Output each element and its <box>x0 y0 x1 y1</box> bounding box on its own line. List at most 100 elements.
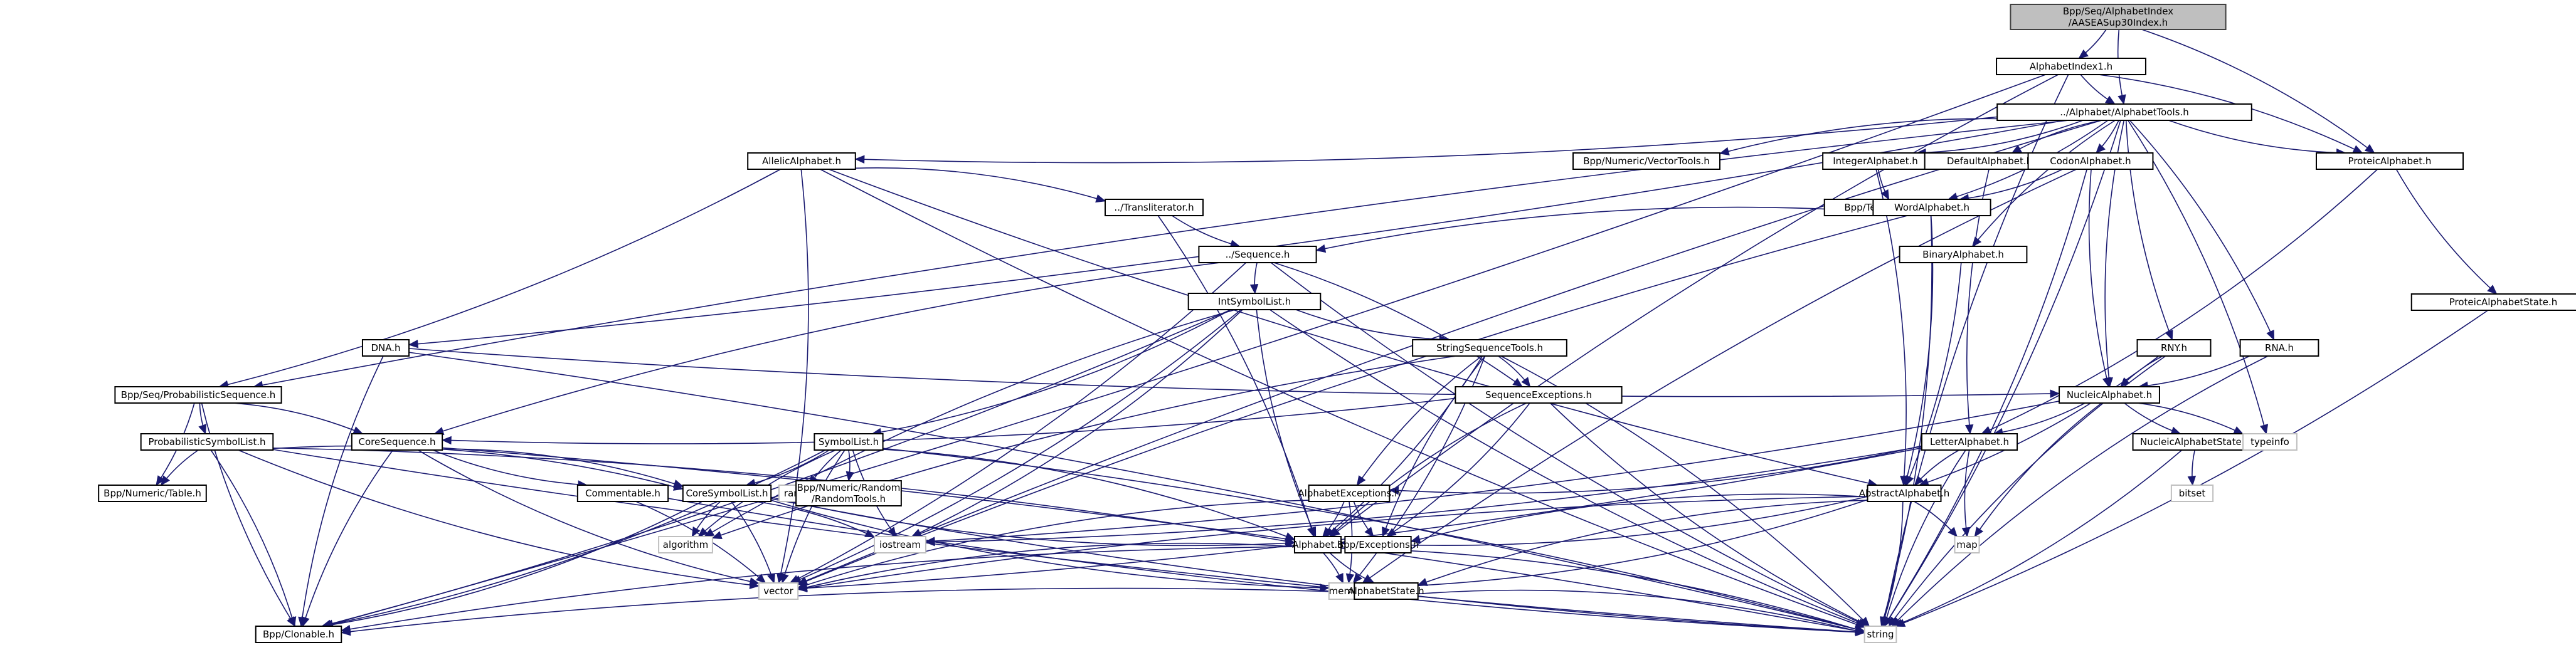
node-box <box>1455 386 1623 404</box>
edge-rna-to-nucleic <box>2138 355 2250 387</box>
node-box <box>2239 339 2319 357</box>
node-exceptions[interactable]: Bpp/Exceptions.h <box>1337 536 1419 553</box>
node-table[interactable]: Bpp/Numeric/Table.h <box>98 485 207 502</box>
node-seqexc[interactable]: SequenceExceptions.h <box>1455 386 1623 404</box>
node-randomtools[interactable]: Bpp/Numeric/Random/RandomTools.h <box>795 480 902 506</box>
node-dna[interactable]: DNA.h <box>361 339 410 357</box>
node-box <box>1822 152 1929 170</box>
edge-allelic-to-vector <box>778 169 809 584</box>
node-label: algorithm <box>663 539 708 550</box>
node-rna[interactable]: RNA.h <box>2239 339 2319 357</box>
edge-root-to-proteic <box>2141 29 2375 154</box>
arrowhead-abstract-to-exceptions <box>1410 535 1421 543</box>
node-binary[interactable]: BinaryAlphabet.h <box>1899 246 2028 263</box>
edge-intsym-to-symlist <box>872 309 1231 434</box>
node-label: Bpp/Numeric/Random <box>797 482 901 493</box>
node-label: SymbolList.h <box>819 436 879 448</box>
node-label: NucleicAlphabet.h <box>2067 389 2152 401</box>
node-vector: vector <box>758 582 799 600</box>
node-label: Bpp/Exceptions.h <box>1337 539 1419 550</box>
arrowhead-alphabet-to-vector <box>797 583 808 592</box>
node-box <box>2170 485 2214 502</box>
node-string: string <box>1863 626 1897 643</box>
node-letter[interactable]: LetterAlphabet.h <box>1921 433 2018 451</box>
node-astate[interactable]: AlphabetState.h <box>1348 582 1424 600</box>
node-sst[interactable]: StringSequenceTools.h <box>1412 339 1567 357</box>
node-atools[interactable]: ../Alphabet/AlphabetTools.h <box>1996 103 2252 121</box>
arrowhead-probseq-to-coreseq <box>352 426 364 434</box>
edge-allelic-to-abstract <box>828 169 1878 486</box>
node-intsym[interactable]: IntSymbolList.h <box>1187 293 1322 310</box>
node-box <box>1293 536 1342 553</box>
node-nucleic[interactable]: NucleicAlphabet.h <box>2059 386 2160 404</box>
node-probsym[interactable]: ProbabilisticSymbolList.h <box>140 433 274 451</box>
node-box <box>1572 152 1720 170</box>
edge-symlist-to-string <box>883 448 1865 632</box>
node-word[interactable]: WordAlphabet.h <box>1872 199 1991 216</box>
node-rny[interactable]: RNY.h <box>2136 339 2212 357</box>
node-iostream: iostream <box>874 536 926 553</box>
arrowhead-probseq-to-probsym <box>198 424 207 435</box>
node-alphexc[interactable]: AlphabetExceptions.h <box>1298 485 1401 502</box>
node-label: vector <box>763 585 793 597</box>
node-box <box>1863 626 1897 643</box>
arrowhead-symlist-to-randomtools <box>845 471 854 482</box>
node-box <box>2136 339 2212 357</box>
edge-intsym-to-clonable <box>322 309 1232 627</box>
edge-probsym-to-coresym <box>273 445 684 490</box>
arrowhead-proteic-to-proteicstate <box>2487 285 2498 295</box>
node-box <box>2010 4 2227 30</box>
node-proteic[interactable]: ProteicAlphabet.h <box>2316 152 2464 170</box>
node-clonable[interactable]: Bpp/Clonable.h <box>255 626 342 643</box>
node-box <box>98 485 207 502</box>
node-label: map <box>1956 539 1977 550</box>
arrowhead-sst-to-memory <box>1352 573 1362 584</box>
node-allelic[interactable]: AllelicAlphabet.h <box>747 152 856 170</box>
edge-ai1-to-proteic <box>2098 74 2363 154</box>
node-symlist[interactable]: SymbolList.h <box>814 433 884 451</box>
node-label: CoreSequence.h <box>359 436 436 448</box>
node-integer[interactable]: IntegerAlphabet.h <box>1822 152 1929 170</box>
node-commentable[interactable]: Commentable.h <box>576 485 669 502</box>
node-box <box>2242 433 2298 451</box>
node-abstract[interactable]: AbstractAlphabet.h <box>1859 485 1950 502</box>
edge-atools-to-proteic <box>2168 120 2346 154</box>
node-nucstate[interactable]: NucleicAlphabetState.h <box>2132 433 2259 451</box>
node-coreseq[interactable]: CoreSequence.h <box>351 433 443 451</box>
node-label: typeinfo <box>2250 436 2289 448</box>
node-root[interactable]: Bpp/Seq/AlphabetIndex/AASEASup30Index.h <box>2010 4 2227 30</box>
edge-sst-to-exceptions <box>1382 355 1486 537</box>
arrowhead-sst-to-seqexc <box>1521 377 1531 388</box>
edge-coresym-to-vector <box>731 501 775 584</box>
edge-sequence-to-coreseq <box>434 262 1221 434</box>
arrowhead-atools-to-rny <box>2165 330 2173 341</box>
node-sequence[interactable]: ../Sequence.h <box>1198 246 1317 263</box>
node-box <box>140 433 274 451</box>
edge-letter-to-string <box>1884 449 1966 627</box>
edge-symlist-to-alphabet <box>883 449 1295 540</box>
edge-coresym-to-iostream <box>754 501 875 538</box>
arrowhead-probseq-to-table <box>156 475 165 486</box>
edge-astate-to-string <box>1418 589 1865 634</box>
edge-alphexc-to-vector <box>797 500 1309 589</box>
node-box <box>747 152 856 170</box>
arrowhead-sst-to-alphexc <box>1356 475 1366 486</box>
node-proteicstate[interactable]: ProteicAlphabetState.h <box>2410 293 2576 311</box>
edge-intsym-to-string <box>1269 309 1865 627</box>
edge-proteic-to-proteicstate <box>2395 169 2498 295</box>
node-box <box>1899 246 2028 263</box>
node-box <box>361 339 410 357</box>
edge-sequence-to-seqexc <box>1273 262 1523 387</box>
node-box <box>351 433 443 451</box>
node-coresym[interactable]: CoreSymbolList.h <box>682 485 772 502</box>
node-translit[interactable]: ../Transliterator.h <box>1105 199 1204 216</box>
node-vectortools[interactable]: Bpp/Numeric/VectorTools.h <box>1572 152 1720 170</box>
node-ai1[interactable]: AlphabetIndex1.h <box>1996 58 2146 75</box>
node-probseq[interactable]: Bpp/Seq/ProbabilisticSequence.h <box>114 386 282 404</box>
node-box <box>658 536 713 553</box>
edge-atools-to-rny <box>2125 120 2173 340</box>
arrowhead-sequence-to-seqexc <box>1512 378 1524 387</box>
node-box <box>576 485 669 502</box>
node-alphabet[interactable]: Alphabet.h <box>1292 536 1344 553</box>
node-codon[interactable]: CodonAlphabet.h <box>2027 152 2154 170</box>
